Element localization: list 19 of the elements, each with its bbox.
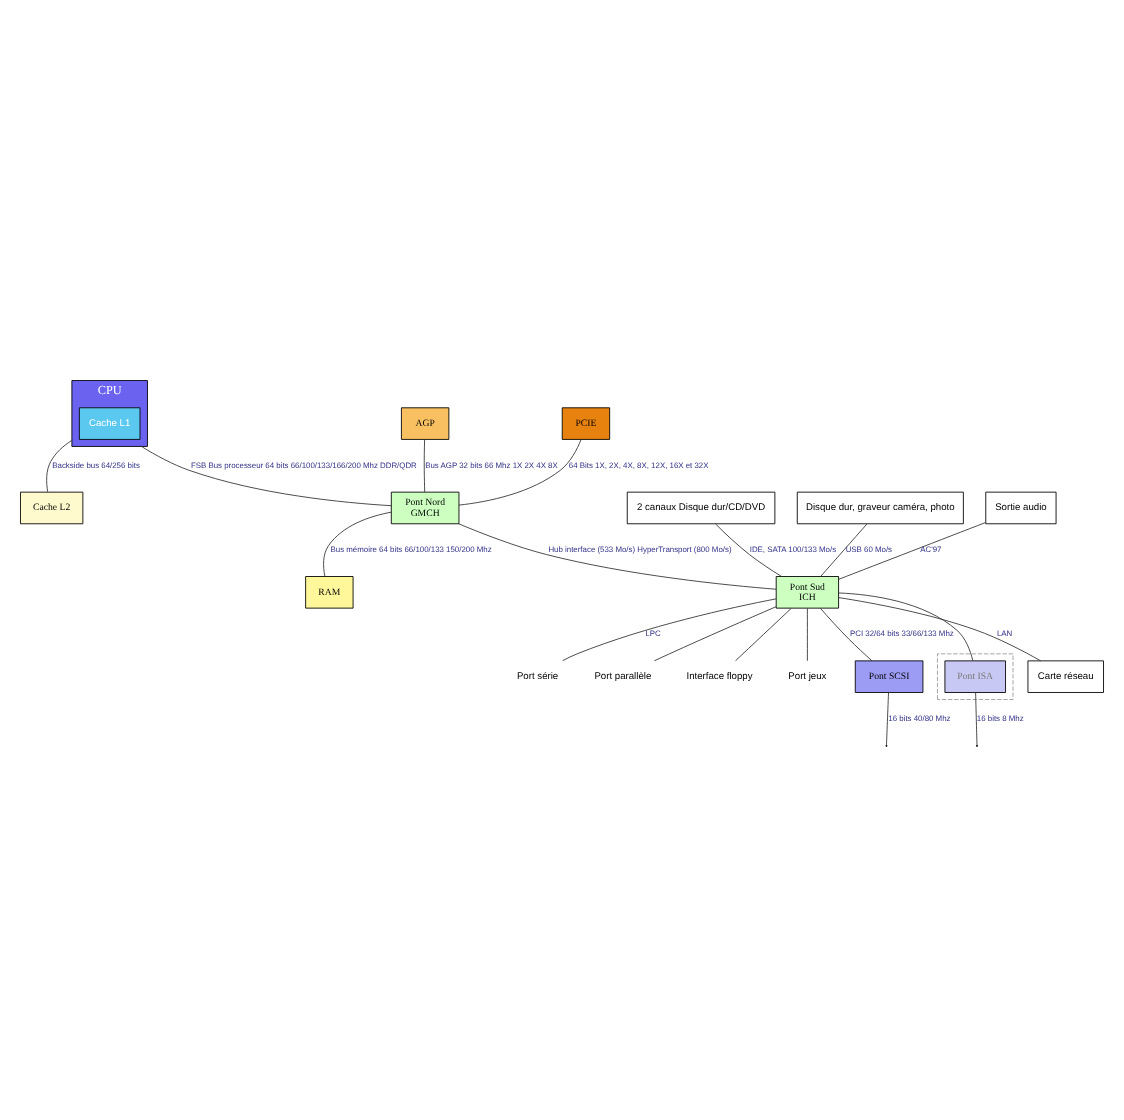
connector bbox=[423, 439, 426, 493]
connector bbox=[838, 522, 987, 580]
connector bbox=[46, 439, 73, 493]
connector bbox=[820, 523, 868, 577]
connector bbox=[458, 523, 777, 590]
connector bbox=[562, 598, 777, 662]
connector bbox=[715, 523, 782, 577]
connector bbox=[141, 446, 392, 507]
connector bbox=[886, 692, 889, 746]
connector bbox=[458, 439, 582, 506]
connector bbox=[975, 692, 978, 746]
connector bbox=[838, 597, 1042, 662]
connector bbox=[323, 511, 392, 577]
cluster bbox=[937, 653, 1014, 700]
connector bbox=[820, 607, 873, 662]
connector bbox=[735, 607, 792, 662]
connector bbox=[806, 607, 808, 662]
connector bbox=[838, 592, 974, 661]
connector bbox=[653, 606, 777, 662]
